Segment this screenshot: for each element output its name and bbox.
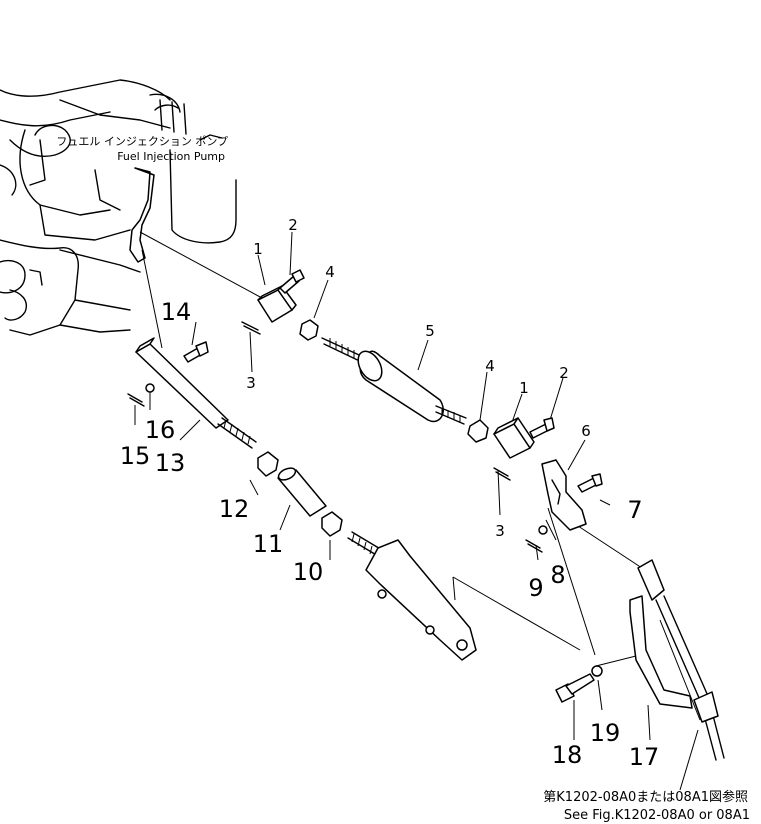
leader-lines — [134, 231, 701, 791]
part-5-cylinder — [321, 337, 467, 425]
part-label-8: 8 — [550, 561, 565, 589]
part-11-sleeve — [277, 467, 327, 517]
part-label-17: 17 — [629, 743, 660, 771]
part-2-bolt-left — [279, 269, 305, 294]
part-label-7: 7 — [627, 496, 642, 524]
engine-outline — [0, 79, 237, 336]
pump-label-en: Fuel Injection Pump — [117, 150, 225, 163]
part-label-3a: 3 — [246, 374, 256, 392]
part-label-10: 10 — [293, 558, 324, 586]
part-7-bolt — [577, 473, 603, 493]
actuator-cylinder — [347, 531, 477, 661]
reference-note-jp: 第K1202-08A0または08A1図参照 — [543, 789, 748, 805]
pump-bracket — [129, 167, 155, 263]
part-3-pin-right — [493, 467, 511, 481]
pump-label-jp: フュエル インジェクション ポンプ — [56, 135, 228, 148]
part-label-6: 6 — [581, 422, 591, 440]
part-17-bracket — [629, 595, 693, 709]
part-label-16: 16 — [145, 416, 176, 444]
part-10-nut — [321, 511, 343, 537]
part-16-washer — [145, 383, 155, 393]
part-1-joint-left — [257, 285, 297, 323]
part-label-1b: 1 — [519, 379, 529, 397]
part-19-washer — [591, 665, 603, 677]
part-2-bolt-right — [529, 417, 555, 439]
part-label-11: 11 — [253, 530, 284, 558]
part-3-pin-left — [241, 321, 261, 335]
part-6-lever — [541, 459, 587, 531]
part-18-bolt — [555, 673, 595, 703]
part-13-rod — [135, 337, 257, 449]
part-label-5: 5 — [425, 322, 435, 340]
part-label-4b: 4 — [485, 357, 495, 375]
part-9-pin — [525, 539, 543, 553]
part-label-12: 12 — [219, 495, 250, 523]
part-8-washer — [538, 525, 548, 535]
part-14-bolt — [183, 341, 209, 363]
part-4-nut-left — [299, 319, 319, 341]
part-label-4a: 4 — [325, 263, 335, 281]
part-label-14: 14 — [161, 298, 192, 326]
part-label-18: 18 — [552, 741, 583, 769]
part-label-2b: 2 — [559, 364, 569, 382]
part-label-1a: 1 — [253, 240, 263, 258]
part-label-13: 13 — [155, 449, 186, 477]
part-label-2a: 2 — [288, 216, 298, 234]
part-12-nut — [257, 451, 279, 477]
part-label-3b: 3 — [495, 522, 505, 540]
part-4-nut-right — [467, 419, 489, 443]
control-cable — [637, 559, 725, 761]
part-15-pin — [127, 393, 145, 407]
part-1-joint-right — [493, 417, 535, 459]
part-label-19: 19 — [590, 719, 621, 747]
part-label-9: 9 — [528, 574, 543, 602]
reference-note-en: See Fig.K1202-08A0 or 08A1 — [564, 808, 750, 823]
part-label-15: 15 — [120, 442, 151, 470]
